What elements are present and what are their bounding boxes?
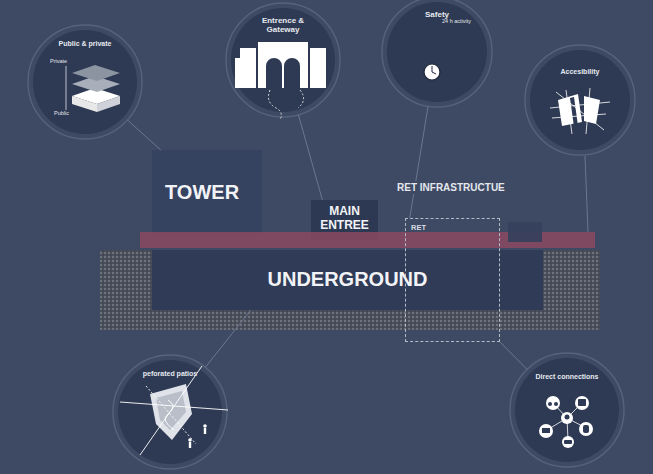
axis-label: Public	[54, 110, 69, 116]
tower-fill	[152, 150, 262, 235]
circle-title: Entrence & Gateway	[253, 16, 313, 34]
clock-icon	[424, 64, 440, 80]
patio-icon	[120, 366, 228, 455]
leader-line	[585, 156, 588, 232]
ground-texture	[100, 250, 600, 330]
leader-line	[410, 106, 428, 218]
concept-circle: Public & private	[33, 30, 137, 134]
access-icon	[550, 88, 610, 134]
circle-title: Public & private	[55, 40, 115, 48]
building-block: UNDERGROUND	[152, 250, 547, 310]
concept-circle: Direct connections	[515, 358, 619, 462]
leader-line	[298, 115, 322, 200]
transport-icons	[539, 396, 593, 448]
circle-title: Accesibility	[545, 68, 615, 76]
circle-title: Direct connections	[527, 373, 607, 381]
concept-circle: Entrence & Gateway	[231, 8, 335, 112]
gateway-icon	[235, 42, 326, 120]
block-label: UNDERGROUND	[152, 268, 543, 291]
leader-line	[205, 310, 250, 367]
building-block: MAIN ENTREE	[311, 200, 378, 240]
zone-label: RET INFRASTRUCTUE	[395, 181, 507, 194]
concept-circle: Accesibility	[530, 50, 630, 150]
concept-circle: peforated patios	[118, 360, 222, 464]
layers-icon	[66, 65, 120, 112]
block-label: RET	[411, 224, 451, 233]
underground-fill	[152, 250, 543, 310]
leader-line	[127, 120, 160, 150]
concept-circle: Safety24 h activity	[387, 2, 487, 102]
building-block: TOWER	[152, 150, 262, 235]
small-block	[508, 222, 542, 242]
leader-line	[500, 342, 527, 369]
block-label: MAIN ENTREE	[315, 205, 374, 233]
circle-title: 24 h activity	[442, 18, 472, 24]
block-label: TOWER	[165, 181, 255, 204]
axis-label: Private	[50, 58, 67, 64]
circle-title: Safety	[407, 10, 467, 19]
circle-title: peforated patios	[140, 370, 200, 378]
